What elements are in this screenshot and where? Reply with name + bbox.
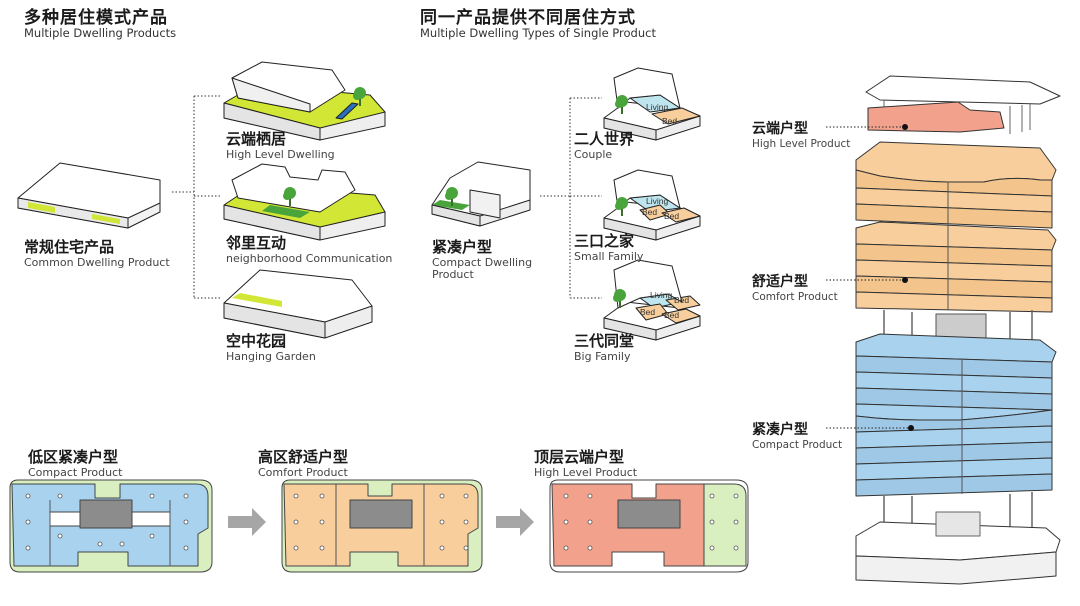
- tower-comfort-label: 舒适户型 Comfort Product: [752, 274, 838, 303]
- section1-subtitle: Multiple Dwelling Products: [24, 26, 177, 40]
- section1-title: 多种居住模式产品: [24, 8, 168, 28]
- high-level-dwelling-label: 云端栖居 High Level Dwelling: [226, 130, 335, 161]
- tower-top-roof: [865, 75, 1061, 134]
- big-bed1-label: Bed: [674, 295, 689, 305]
- big-family-unit: [603, 259, 701, 341]
- tower-columns-upper: [883, 310, 1033, 342]
- plan-high-level-label: 顶层云端户型 High Level Product: [534, 448, 638, 479]
- arrow-1: [228, 508, 266, 536]
- connector-lines-left: [172, 95, 222, 299]
- small-living-label: Living: [646, 196, 668, 206]
- hanging-garden-block: [223, 269, 373, 339]
- plan-high-level-columns: [563, 493, 739, 551]
- compact-dwelling-block: [431, 161, 531, 227]
- common-dwelling-block: [17, 162, 161, 229]
- couple-living-label: Living: [646, 102, 668, 112]
- section2-subtitle: Multiple Dwelling Types of Single Produc…: [420, 26, 656, 40]
- common-dwelling-label: 常规住宅产品 Common Dwelling Product: [24, 238, 170, 269]
- big-bed3-label: Bed: [664, 310, 679, 320]
- plan-comfort-columns: [293, 493, 469, 551]
- neighborhood-label: 邻里互动 neighborhood Communication: [226, 234, 393, 265]
- small-family-unit: [603, 169, 701, 241]
- big-living-label: Living: [650, 290, 672, 300]
- tower-high-level-floor: [867, 101, 1005, 133]
- tower-leader-dots: [902, 124, 914, 431]
- tower-ground-floor: [855, 511, 1061, 585]
- connector-lines-middle: [540, 97, 602, 299]
- arrow-2: [496, 508, 534, 536]
- small-family-label: 三口之家 Small Family: [574, 232, 644, 263]
- compact-dwelling-label: 紧凑户型 Compact Dwelling Product: [432, 238, 533, 281]
- small-bed1-label: Bed: [642, 207, 657, 217]
- plan-compact-columns: [25, 493, 189, 551]
- tower-high-level-label: 云端户型 High Level Product: [752, 121, 851, 150]
- hanging-garden-label: 空中花园 Hanging Garden: [226, 332, 316, 363]
- couple-bed-label: Bed: [662, 116, 677, 126]
- neighborhood-block: [223, 163, 386, 241]
- big-bed2-label: Bed: [640, 307, 655, 317]
- plan-high-level: [549, 479, 749, 573]
- section2-title: 同一产品提供不同居住方式: [420, 8, 636, 28]
- high-level-dwelling-block: [223, 61, 386, 141]
- tower-compact-floors: [855, 333, 1057, 497]
- tower-comfort-floors: [855, 141, 1057, 313]
- couple-label: 二人世界 Couple: [574, 130, 635, 161]
- plan-compact-label: 低区紧凑户型 Compact Product: [28, 448, 123, 479]
- plan-comfort: [281, 479, 483, 573]
- small-bed2-label: Bed: [664, 211, 679, 221]
- tower-compact-label: 紧凑户型 Compact Product: [752, 422, 843, 451]
- plan-compact: [9, 479, 213, 573]
- big-family-label: 三代同堂 Big Family: [574, 332, 635, 363]
- tower-leaders: [826, 126, 908, 429]
- plan-comfort-label: 高区舒适户型 Comfort Product: [258, 448, 349, 479]
